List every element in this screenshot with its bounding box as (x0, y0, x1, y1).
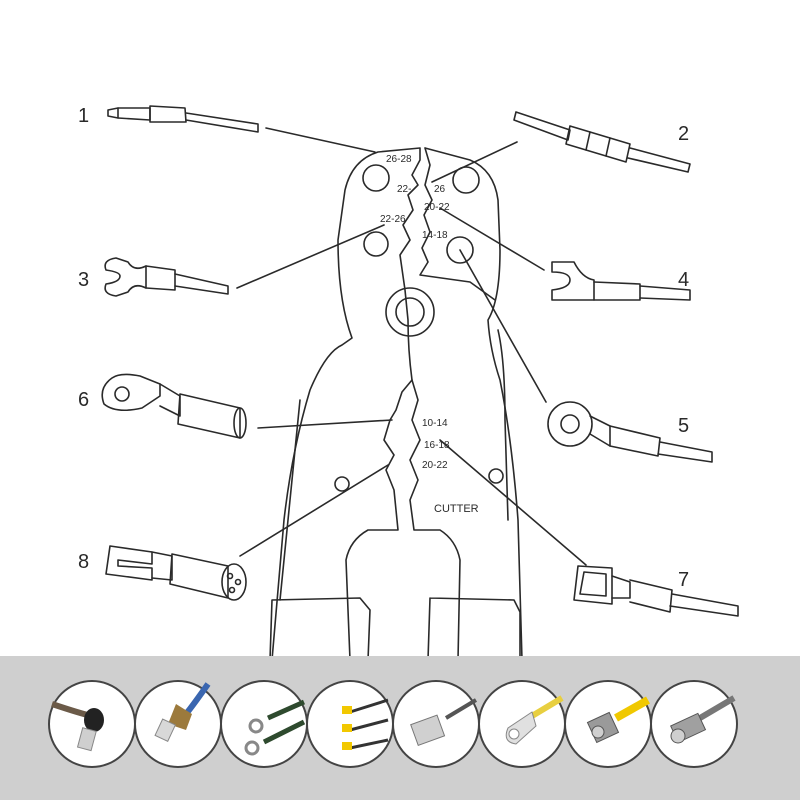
bnc-connector-icon (650, 680, 738, 768)
ring-terminal-6 (101, 373, 247, 439)
pivot-bolt (385, 287, 435, 337)
callout-2: 2 (678, 123, 689, 145)
gauge-label-16-18: 16-18 (424, 440, 450, 451)
bare-terminal-icon (48, 680, 136, 768)
ring-terminal-5 (547, 401, 713, 463)
gauge-label-26-28: 26-28 (386, 154, 412, 165)
right-jaw (409, 147, 523, 660)
gauge-label-14-18: 14-18 (422, 230, 448, 241)
female-disconnect-icon (392, 680, 480, 768)
fork-terminal-3 (104, 257, 229, 297)
spade-terminals-icon (306, 680, 394, 768)
gauge-label-22-26: 22-26 (380, 214, 406, 225)
gauge-label-10-14: 10-14 (422, 418, 448, 429)
spade-terminal-8 (105, 545, 247, 601)
female-disconnect-terminal-7 (573, 565, 739, 617)
ferrule-terminal-icon (134, 680, 222, 768)
fork-terminal-4 (551, 261, 691, 301)
gauge-label-26: 26 (434, 184, 446, 195)
callout-5: 5 (678, 415, 689, 437)
crimping-tool-diagram: 1 2 3 4 5 6 7 8 26-28 22- 26 20-22 22-26… (78, 105, 739, 660)
callout-3: 3 (78, 269, 89, 291)
callout-8: 8 (78, 551, 89, 573)
f-connector-icon (564, 680, 652, 768)
cutter-label: CUTTER (434, 503, 479, 515)
ring-terminals-icon (220, 680, 308, 768)
callout-4: 4 (678, 269, 689, 291)
gauge-label-20-22-lower: 20-22 (422, 460, 448, 471)
gauge-label-20-22-upper: 20-22 (424, 202, 450, 213)
terminal-photo-strip (0, 656, 800, 800)
lug-terminal-icon (478, 680, 566, 768)
gauge-label-22: 22- (397, 184, 411, 195)
butt-splice-terminal-2 (513, 111, 691, 173)
pin-terminal-1 (107, 105, 259, 133)
callout-1: 1 (78, 105, 89, 127)
callout-7: 7 (678, 569, 689, 591)
callout-6: 6 (78, 389, 89, 411)
